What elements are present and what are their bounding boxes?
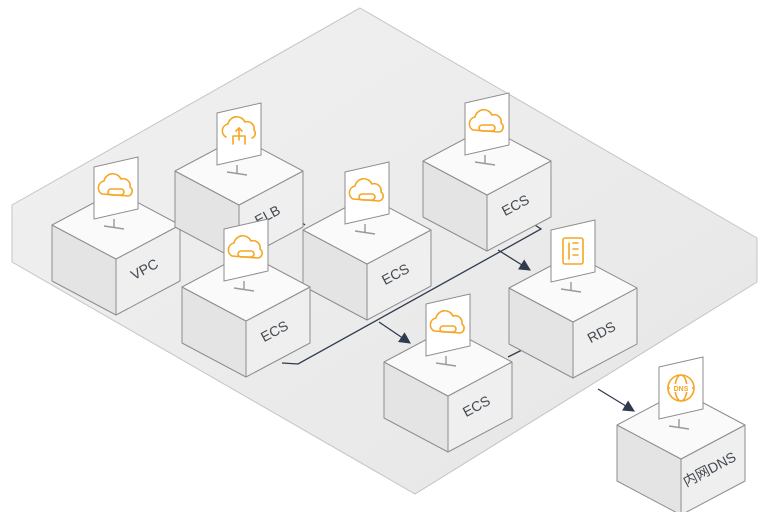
node-ecs-b[interactable]: ECS bbox=[383, 293, 513, 453]
box-top-face bbox=[508, 253, 638, 323]
screen-stand bbox=[668, 419, 690, 430]
box-top-face bbox=[616, 390, 746, 460]
node-ecs-tr[interactable]: ECS bbox=[422, 92, 552, 252]
node-rds[interactable]: RDS bbox=[508, 219, 638, 379]
box-top-face bbox=[51, 190, 181, 260]
screen-panel bbox=[550, 219, 596, 283]
ecs-to-rds-arrow bbox=[497, 249, 531, 271]
screen-stand bbox=[474, 155, 496, 166]
screen-stand bbox=[103, 219, 125, 230]
cloud-server-icon bbox=[348, 178, 384, 202]
rds-to-dns-arrow bbox=[597, 388, 635, 412]
screen-stand bbox=[560, 282, 582, 293]
node-vpc[interactable]: VPC bbox=[51, 156, 181, 316]
screen-stand bbox=[233, 281, 255, 292]
box-top-face bbox=[302, 195, 432, 265]
database-icon bbox=[562, 237, 584, 265]
ecs-to-ecs-arrow bbox=[378, 321, 411, 344]
box-top-face bbox=[383, 327, 513, 397]
box-top-face bbox=[181, 252, 311, 322]
dns-globe-icon: DNS bbox=[667, 374, 695, 402]
cloud-server-icon bbox=[429, 310, 465, 334]
cloud-server-icon bbox=[227, 235, 263, 259]
cloud-server-icon bbox=[468, 109, 504, 133]
screen-stand bbox=[435, 356, 457, 367]
screen-panel bbox=[425, 293, 471, 357]
screen-panel bbox=[344, 161, 390, 225]
svg-text:DNS: DNS bbox=[674, 386, 689, 393]
screen-panel bbox=[223, 218, 269, 282]
screen-panel bbox=[93, 156, 139, 220]
screen-panel bbox=[464, 92, 510, 156]
load-balancer-icon bbox=[221, 116, 257, 145]
screen-stand bbox=[354, 224, 376, 235]
box-top-face bbox=[174, 136, 304, 206]
box-top-face bbox=[422, 126, 552, 196]
vpc-cloud-icon bbox=[97, 173, 133, 197]
screen-stand bbox=[226, 165, 248, 176]
node-ecs-c[interactable]: ECS bbox=[302, 161, 432, 321]
node-ecs-l[interactable]: ECS bbox=[181, 218, 311, 378]
